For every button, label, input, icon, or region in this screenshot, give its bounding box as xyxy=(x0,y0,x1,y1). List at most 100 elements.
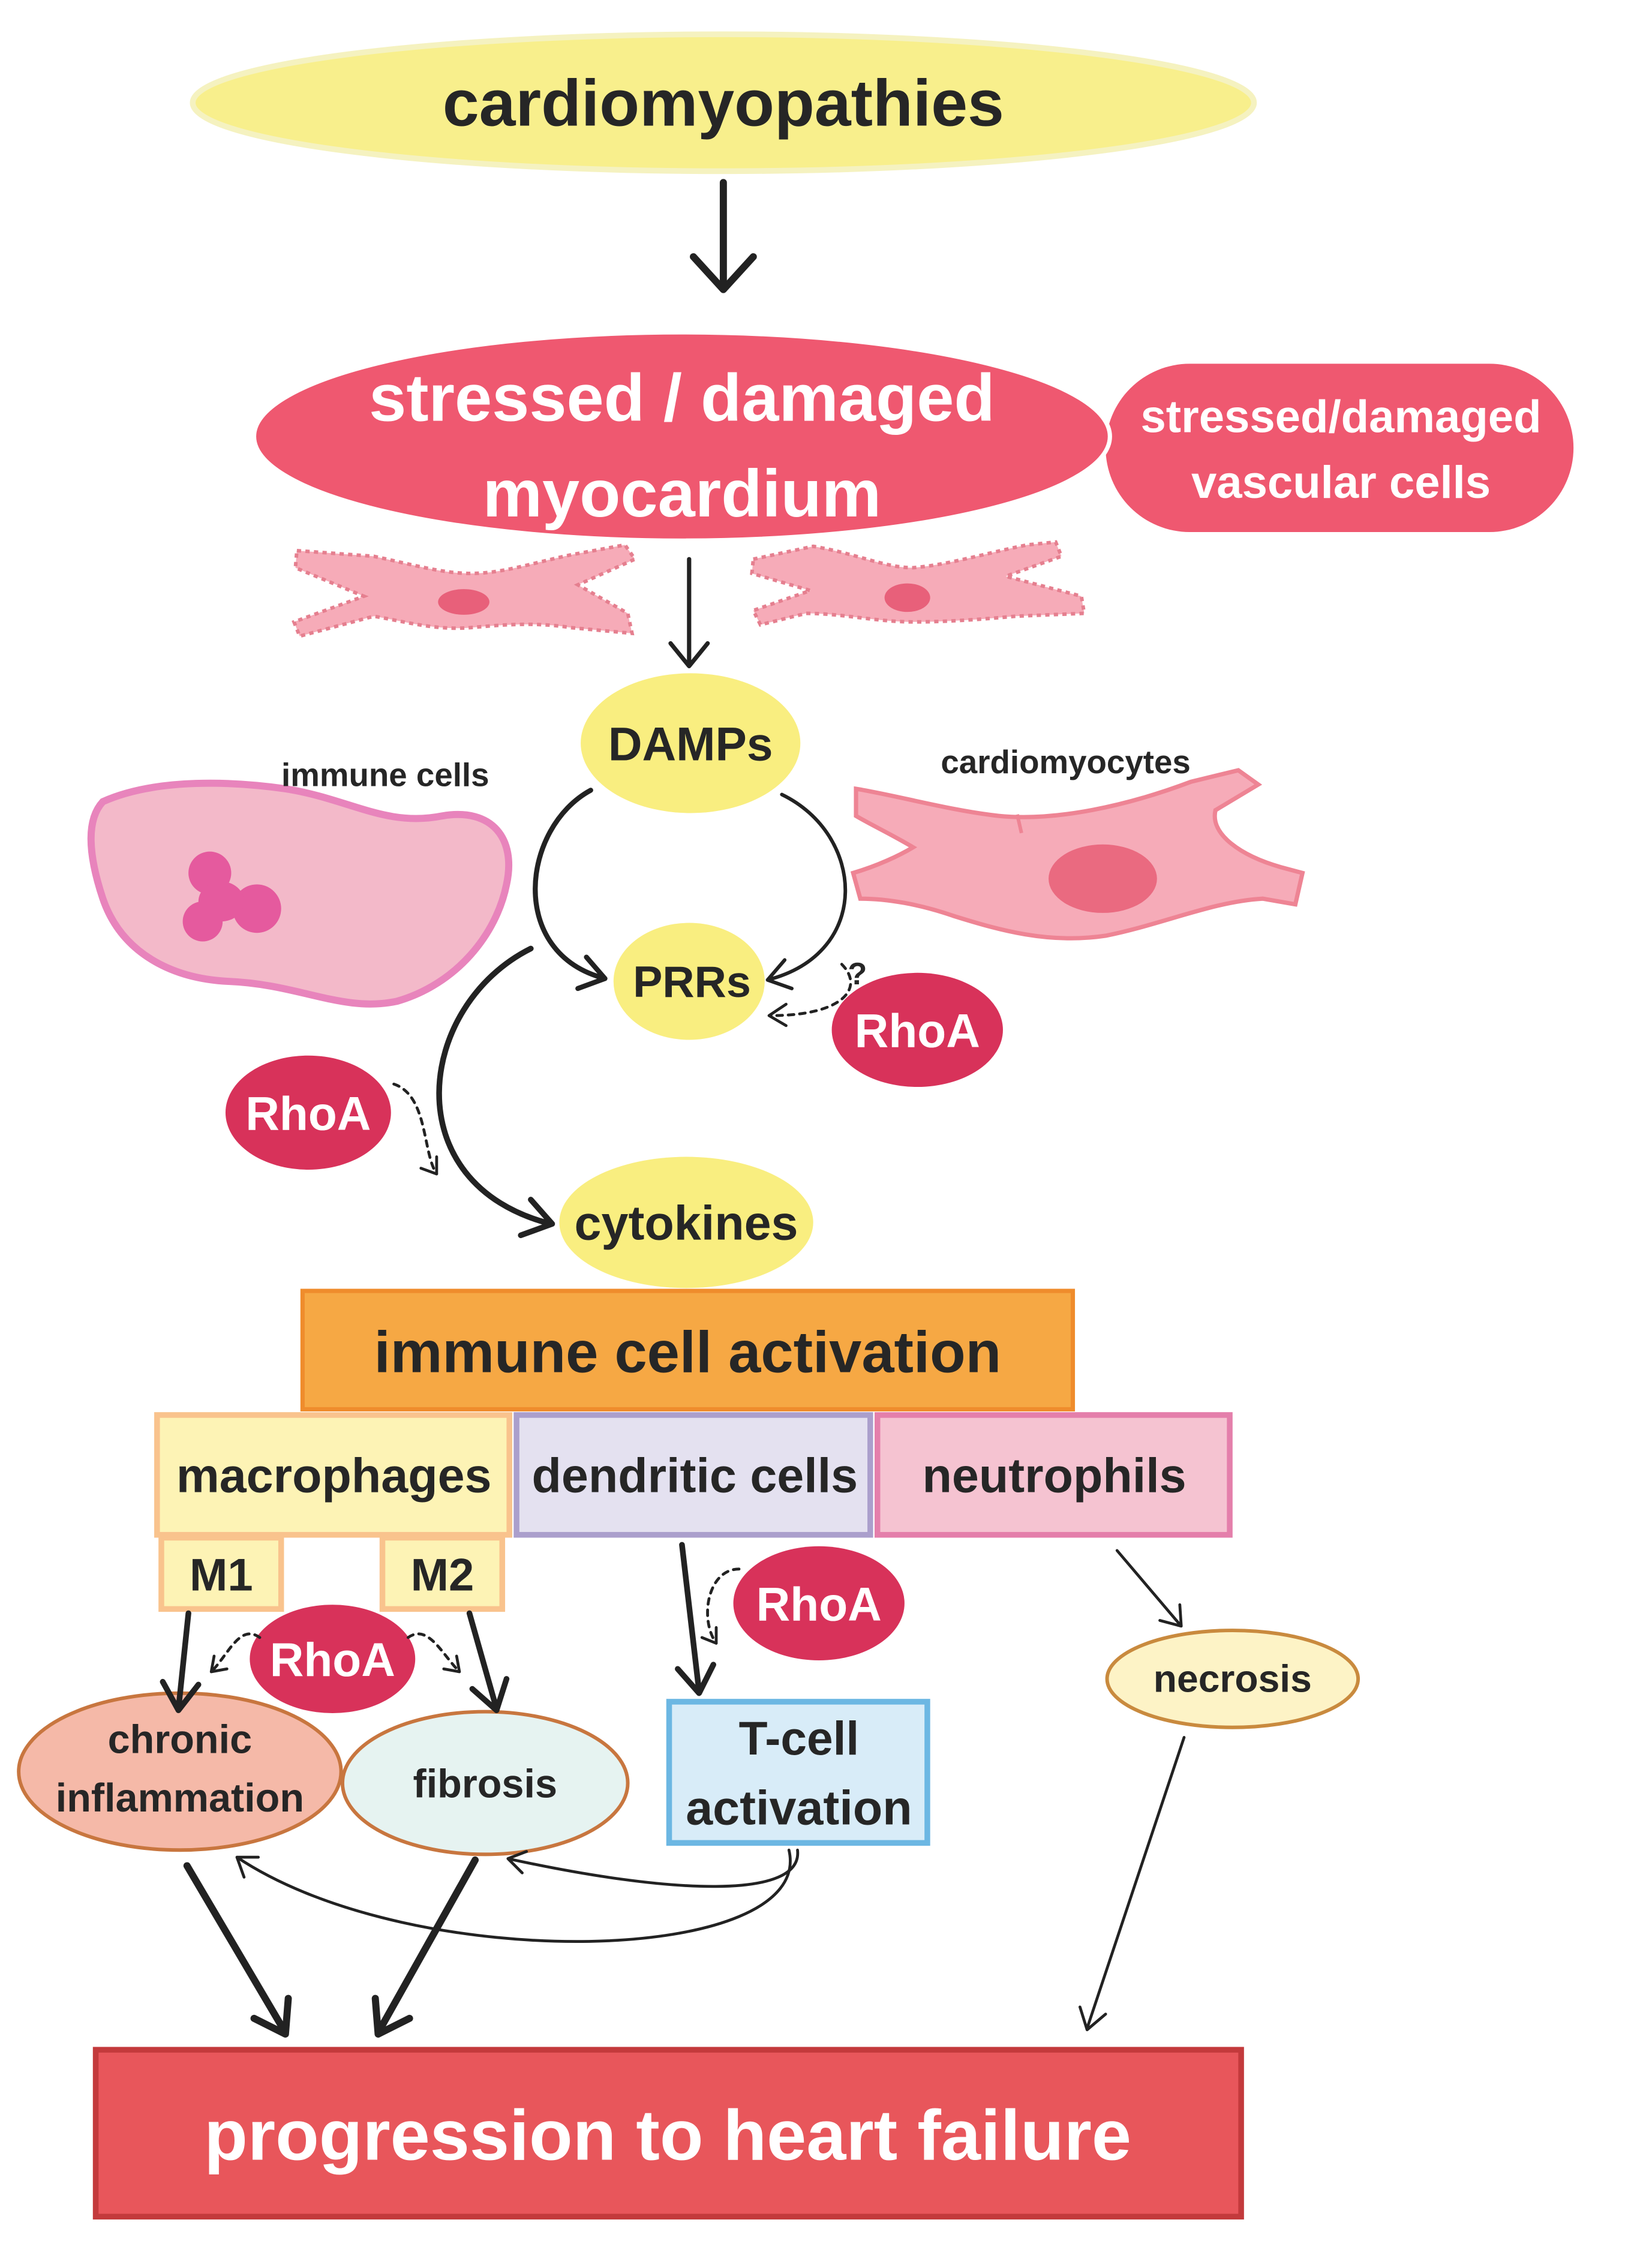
rhoa-node-dendritic: RhoA xyxy=(733,1546,905,1660)
arrow-chronic-inflammation-to-heart-failure xyxy=(183,1862,292,2038)
immune-cell-membrane xyxy=(87,779,512,1008)
neutrophils-label: neutrophils xyxy=(922,1449,1186,1503)
unknown-mark: ? xyxy=(848,957,867,992)
rhoa-label: RhoA xyxy=(270,1633,395,1686)
cytokines-label: cytokines xyxy=(575,1196,798,1250)
myocardium-label-line1: stressed / damaged xyxy=(369,361,995,435)
dashed-arrow-rhoa-to-prrs-head xyxy=(767,1002,788,1028)
cardiomyocyte-junction xyxy=(1015,814,1023,834)
damps-ellipse xyxy=(581,673,801,813)
damaged-myocyte-right-body xyxy=(750,540,1086,627)
cardiomyopathies-ellipse xyxy=(190,31,1257,175)
vascular-cells-node: stressed/damaged vascular cells xyxy=(1106,364,1574,532)
arrow-dendritic-to-t-cell xyxy=(675,1542,716,1696)
damaged-myocyte-left xyxy=(292,543,638,639)
chronic-inflammation-label-line2: inflammation xyxy=(56,1776,304,1821)
rhoa-node-cytokines: RhoA xyxy=(225,1055,391,1170)
dendritic-cells-label: dendritic cells xyxy=(531,1449,858,1503)
rhoa-label: RhoA xyxy=(855,1004,980,1057)
cardiomyopathies-label: cardiomyopathies xyxy=(443,67,1004,140)
cardiomyocytes-label: cardiomyocytes xyxy=(941,743,1190,780)
t-cell-activation-box xyxy=(666,1699,930,1846)
heart-failure-box xyxy=(92,2047,1244,2220)
myocardium-ellipse xyxy=(251,330,1112,543)
dashed-arrow-rhoa-to-m2-path xyxy=(406,1632,461,1674)
fibrosis-ellipse xyxy=(340,1710,630,1857)
rhoa-label: RhoA xyxy=(245,1087,371,1140)
m2-node: M2 xyxy=(379,1534,506,1612)
prrs-ellipse xyxy=(613,923,765,1040)
rhoa-ellipse xyxy=(831,972,1003,1088)
nucleus-bridge xyxy=(198,881,244,922)
dashed-arrow-rhoa-to-cytokine-path xyxy=(392,1082,438,1176)
m1-label: M1 xyxy=(190,1549,253,1600)
arrow-prrs-to-cytokines xyxy=(436,945,555,1239)
arrow-m1-to-chronic-inflammation xyxy=(160,1610,202,1713)
damps-node: DAMPs xyxy=(581,673,801,813)
heart-failure-label: progression to heart failure xyxy=(204,2095,1131,2175)
m2-box xyxy=(379,1534,506,1612)
prrs-label: PRRs xyxy=(633,957,751,1007)
dashed-arrow-rhoa-to-m2-path-head xyxy=(442,1654,461,1674)
rhoa-ellipse xyxy=(225,1055,391,1170)
macrophages-node: macrophages xyxy=(154,1412,512,1538)
immune-cells-label: immune cells xyxy=(281,756,489,793)
arrow-damps-to-prrs-right xyxy=(765,792,848,990)
macrophages-label: macrophages xyxy=(176,1449,492,1503)
arrow-necrosis-to-heart-failure xyxy=(1078,1736,1186,2032)
arrow-t-cell-to-chronic-inflammation xyxy=(235,1848,792,1943)
vascular-cells-shape xyxy=(1106,364,1574,532)
fibrosis-node: fibrosis xyxy=(340,1710,630,1857)
t-cell-activation-node: T-cell activation xyxy=(666,1699,930,1846)
m1-box xyxy=(158,1534,284,1612)
macrophages-box xyxy=(154,1412,512,1538)
dashed-arrow-rhoa-to-m1-path xyxy=(209,1632,262,1674)
damps-label: DAMPs xyxy=(608,717,773,770)
necrosis-label: necrosis xyxy=(1154,1657,1312,1700)
rhoa-ellipse xyxy=(250,1605,416,1713)
chronic-inflammation-ellipse xyxy=(17,1691,343,1852)
vascular-cells-label-line1: stressed/damaged xyxy=(1140,392,1541,443)
immune-cell-illustration xyxy=(87,779,512,1008)
vascular-cells-label-line2: vascular cells xyxy=(1191,457,1491,508)
neutrophils-box xyxy=(874,1412,1233,1538)
prrs-node: PRRs xyxy=(613,923,765,1040)
dendritic-cells-box xyxy=(513,1412,873,1538)
myocardium-label-line2: myocardium xyxy=(483,456,882,531)
heart-failure-node: progression to heart failure xyxy=(92,2047,1244,2220)
necrosis-ellipse xyxy=(1105,1629,1360,1729)
dashed-arrow-rhoa-to-cytokine-path-head xyxy=(419,1155,438,1176)
dashed-arrow-rhoa-to-prrs xyxy=(768,963,852,1017)
arrow-m2-to-fibrosis xyxy=(466,1610,510,1713)
rhoa-node-prrs: RhoA xyxy=(831,972,1003,1088)
rhoa-label: RhoA xyxy=(756,1578,882,1630)
necrosis-node: necrosis xyxy=(1105,1629,1360,1729)
chronic-inflammation-label-line1: chronic xyxy=(108,1718,252,1762)
arrow-neutrophils-to-necrosis xyxy=(1115,1549,1183,1628)
arrow-cardiomyopathies-to-myocardium xyxy=(689,179,757,293)
arrow-t-cell-to-fibrosis xyxy=(506,1848,799,1888)
fibrosis-label: fibrosis xyxy=(413,1762,557,1806)
damaged-myocyte-right xyxy=(750,540,1086,627)
chronic-inflammation-node: chronic inflammation xyxy=(17,1691,343,1852)
rhoa-ellipse xyxy=(733,1546,905,1660)
damaged-myocyte-right-nucleus xyxy=(884,583,930,612)
cytokines-node: cytokines xyxy=(559,1156,813,1288)
immune-cell-activation-label: immune cell activation xyxy=(374,1320,1002,1385)
dashed-arrow-rhoa-to-t-cell-path xyxy=(706,1567,741,1645)
t-cell-activation-label-line1: T-cell xyxy=(739,1712,860,1765)
dashed-arrow-rhoa-to-m1-path-head xyxy=(209,1654,229,1674)
rhoa-node-macrophages: RhoA xyxy=(250,1605,416,1713)
nucleus-lobe xyxy=(232,884,281,933)
immune-cell-activation-node: immune cell activation xyxy=(300,1288,1076,1412)
dendritic-cells-node: dendritic cells xyxy=(513,1412,873,1538)
arrow-myocardium-to-damps xyxy=(668,557,710,669)
immune-cell-nucleus xyxy=(182,851,281,942)
t-cell-activation-label-line2: activation xyxy=(686,1781,912,1835)
m2-label: M2 xyxy=(411,1549,474,1600)
immune-cell-activation-box xyxy=(300,1288,1076,1412)
m1-node: M1 xyxy=(158,1534,284,1612)
cardiomyopathies-node: cardiomyopathies xyxy=(190,31,1257,175)
arrow-damps-to-prrs-left xyxy=(533,788,608,992)
